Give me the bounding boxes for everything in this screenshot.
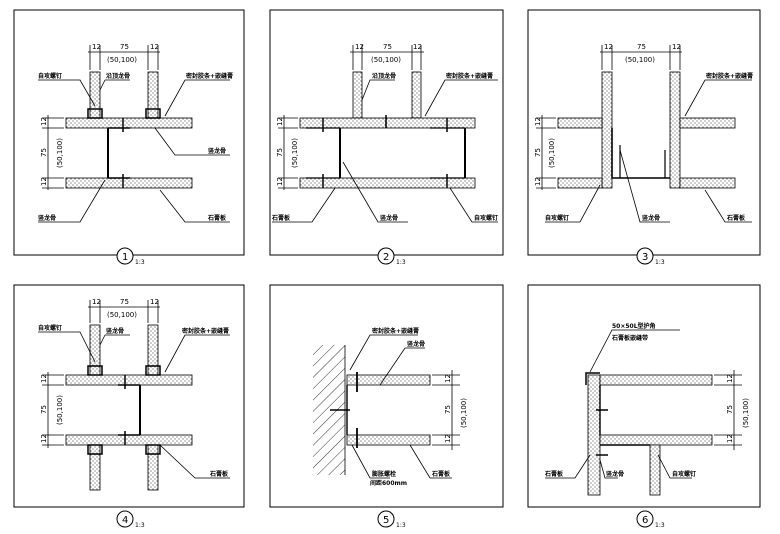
dim-75: 75 [383, 43, 392, 51]
dim-12: 12 [444, 374, 452, 383]
dim-range: (50,100) [56, 138, 64, 168]
detail-number: 3 [642, 252, 648, 263]
label: 自攻螺钉 [545, 214, 569, 222]
detail-number: 1 [122, 252, 128, 263]
dim-range: (50,100) [742, 398, 750, 428]
label: 密封胶条+嵌缝膏 [182, 327, 229, 335]
label: 密封胶条+嵌缝膏 [372, 327, 419, 335]
dim-range: (50,100) [625, 56, 655, 64]
detail-number: 4 [122, 515, 128, 526]
dim-12: 12 [355, 43, 364, 51]
label: 竖龙骨 [642, 214, 660, 222]
label: 密封胶条+嵌缝膏 [446, 72, 493, 80]
detail-scale: 1:3 [135, 522, 145, 529]
detail-3: 12 75 12 (50,100) 12 75 12 (50,100) 密封胶条… [534, 43, 753, 266]
dim-12: 12 [726, 374, 734, 383]
dim-75: 75 [444, 405, 452, 414]
label: 石膏板 [544, 470, 564, 478]
dim-12: 12 [40, 374, 48, 383]
detail-6: 12 75 12 (50,100) 50×50L型护角 石膏板嵌缝带 石膏板 竖… [544, 322, 750, 529]
dim-12: 12 [604, 43, 613, 51]
dim-12: 12 [40, 117, 48, 126]
detail-scale: 1:3 [135, 259, 145, 266]
detail-number: 6 [642, 515, 648, 526]
label: 自攻螺钉 [672, 470, 696, 478]
dim-75: 75 [534, 148, 542, 157]
dim-12: 12 [276, 177, 284, 186]
panel-6-frame [527, 284, 761, 508]
label: 竖龙骨 [380, 214, 398, 222]
detail-scale: 1:3 [396, 259, 406, 266]
detail-1: 12 75 12 (50,100) 12 75 12 (50,100) 自攻螺钉… [38, 43, 233, 266]
detail-number: 2 [383, 252, 389, 263]
label: 膨胀螺栓 [371, 470, 396, 478]
dim-range: (50,100) [548, 138, 556, 168]
dim-12: 12 [534, 177, 542, 186]
dim-12: 12 [444, 434, 452, 443]
label: 沿顶龙骨 [372, 72, 396, 80]
dim-75: 75 [40, 405, 48, 414]
dim-12: 12 [92, 298, 101, 306]
label: 石膏板 [209, 470, 229, 478]
label: 密封胶条+嵌缝膏 [186, 72, 233, 80]
panel-4-frame [13, 284, 245, 508]
dim-12: 12 [40, 177, 48, 186]
dim-75: 75 [120, 43, 129, 51]
dim-12: 12 [276, 117, 284, 126]
dim-12: 12 [726, 434, 734, 443]
label: 石膏板 [207, 214, 227, 222]
dim-75: 75 [120, 298, 129, 306]
detail-5: 12 75 12 (50,100) 密封胶条+嵌缝膏 竖龙骨 膨胀螺栓 间距60… [313, 327, 468, 529]
dim-12: 12 [150, 43, 159, 51]
label: 密封胶条+嵌缝膏 [706, 72, 753, 80]
dim-12: 12 [40, 434, 48, 443]
label: 自攻螺钉 [474, 214, 498, 222]
dim-12: 12 [92, 43, 101, 51]
label: 竖龙骨 [407, 340, 425, 348]
dim-12: 12 [534, 117, 542, 126]
label: 间距600mm [370, 479, 407, 487]
detail-number: 5 [383, 515, 389, 526]
detail-scale: 1:3 [396, 522, 406, 529]
label: 自攻螺钉 [38, 324, 62, 332]
label: 竖龙骨 [38, 214, 56, 222]
dim-12: 12 [150, 298, 159, 306]
label: 石膏板 [726, 214, 746, 222]
detail-4: 12 75 12 (50,100) 12 75 12 (50,100) 自攻螺钉… [38, 298, 230, 529]
dim-12: 12 [672, 43, 681, 51]
label: 竖龙骨 [106, 327, 124, 335]
label: 石膏板 [431, 470, 451, 478]
label: 自攻螺钉 [38, 72, 62, 80]
dim-75: 75 [637, 43, 646, 51]
dim-75: 75 [276, 148, 284, 157]
dim-12: 12 [413, 43, 422, 51]
dim-range: (50,100) [56, 395, 64, 425]
panel-5-frame [269, 284, 504, 508]
label: 石膏板嵌缝带 [611, 334, 648, 342]
label: 竖龙骨 [208, 147, 226, 155]
dim-75: 75 [40, 148, 48, 157]
label: 石膏板 [271, 214, 291, 222]
dim-range: (50,100) [107, 56, 137, 64]
detail-scale: 1:3 [655, 259, 665, 266]
detail-scale: 1:3 [655, 522, 665, 529]
dim-range: (50,100) [371, 56, 401, 64]
label: 竖龙骨 [606, 470, 624, 478]
dim-range: (50,100) [291, 138, 299, 168]
label: 50×50L型护角 [612, 322, 656, 330]
dim-range: (50,100) [107, 311, 137, 319]
dim-75: 75 [726, 405, 734, 414]
label: 沿顶龙骨 [106, 72, 130, 80]
dim-range: (50,100) [460, 398, 468, 428]
detail-2: 12 75 12 (50,100) 12 75 12 (50,100) 沿顶龙骨… [271, 43, 498, 266]
